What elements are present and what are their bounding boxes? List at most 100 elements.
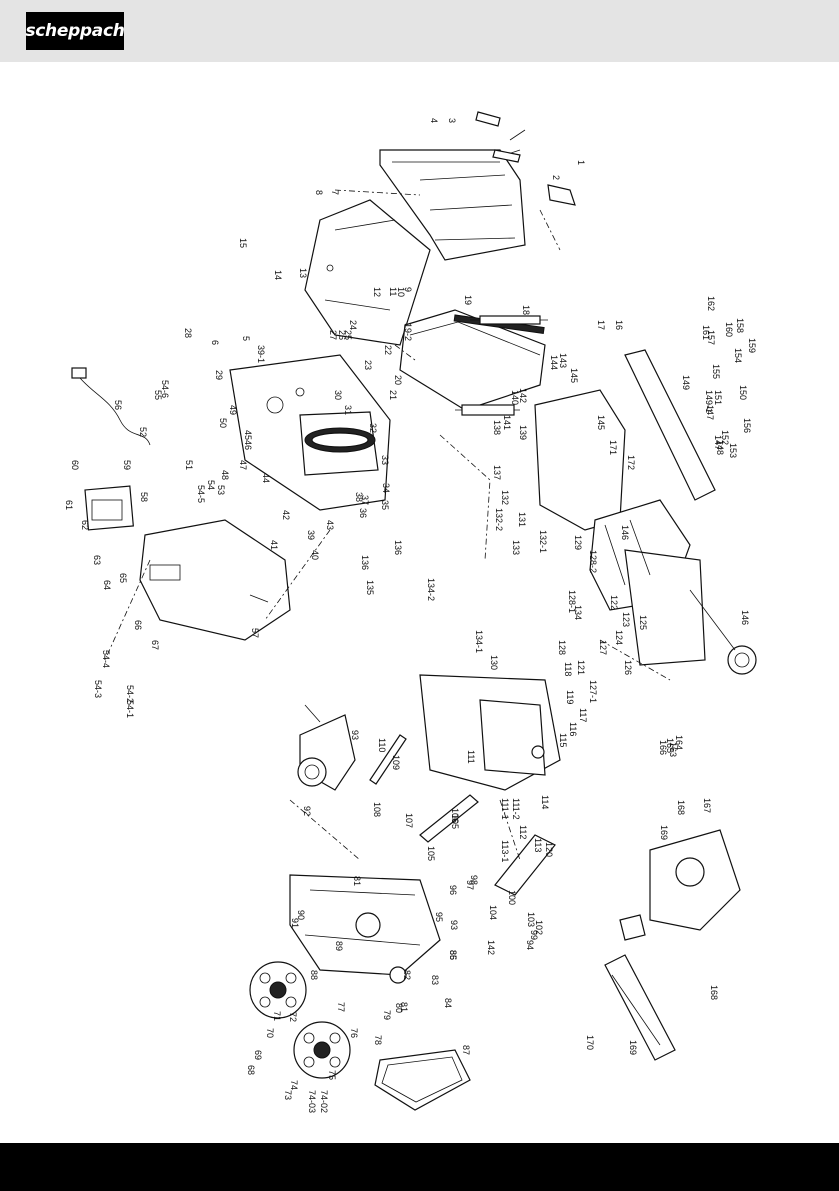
part-label: 130 bbox=[489, 655, 499, 670]
part-label: 22 bbox=[383, 345, 393, 355]
part-label: 170 bbox=[585, 1035, 595, 1050]
part-label: 127 bbox=[598, 640, 608, 655]
part-label: 68 bbox=[246, 1065, 256, 1075]
part-label: 31 bbox=[343, 405, 353, 415]
part-label: 109 bbox=[391, 755, 401, 770]
dust-collector bbox=[619, 829, 741, 941]
exploded-parts-diagram: 1234567891011121314151617181919-22021222… bbox=[64, 111, 757, 1113]
part-label: 24 bbox=[348, 320, 358, 330]
part-label: 88 bbox=[309, 970, 319, 980]
assembly-lines bbox=[104, 189, 671, 861]
part-label: 54-2 bbox=[125, 685, 135, 703]
side-cover bbox=[139, 519, 291, 641]
part-label: 53 bbox=[216, 485, 226, 495]
part-label: 35 bbox=[380, 500, 390, 510]
part-label: 134-1 bbox=[474, 630, 484, 653]
part-label: 142 bbox=[518, 388, 528, 403]
part-label: 75 bbox=[327, 1070, 337, 1080]
part-label: 52 bbox=[138, 427, 148, 437]
part-label: 62 bbox=[80, 520, 90, 530]
part-label: 111-2 bbox=[511, 798, 521, 820]
part-label: 140 bbox=[510, 390, 520, 405]
part-label: 37 bbox=[360, 495, 370, 505]
part-label: 148 bbox=[715, 440, 725, 455]
part-label: 125 bbox=[638, 615, 648, 630]
part-label: 39-1 bbox=[256, 345, 266, 363]
part-label: 46 bbox=[243, 440, 253, 450]
part-label: 160 bbox=[724, 322, 734, 337]
part-label: 149 bbox=[681, 375, 691, 390]
part-label: 111-1 bbox=[500, 798, 510, 820]
part-label: 72 bbox=[288, 1012, 298, 1022]
part-label: 106 bbox=[450, 808, 460, 823]
part-label: 84 bbox=[443, 998, 453, 1008]
part-label: 155 bbox=[711, 364, 721, 379]
part-label: 29 bbox=[214, 370, 224, 380]
part-label: 33 bbox=[380, 455, 390, 465]
feed-rollers bbox=[369, 734, 556, 896]
part-label: 39 bbox=[306, 530, 316, 540]
part-label: 13 bbox=[298, 268, 308, 278]
part-label: 128-2 bbox=[588, 550, 598, 573]
part-label: 86 bbox=[448, 950, 458, 960]
main-frame bbox=[229, 354, 391, 511]
part-label: 4 bbox=[429, 118, 439, 123]
part-label: 102 bbox=[534, 920, 544, 935]
part-label: 104 bbox=[488, 905, 498, 920]
part-label: 45 bbox=[243, 430, 253, 440]
part-label: 131 bbox=[517, 512, 527, 527]
part-label: 61 bbox=[64, 500, 74, 510]
part-label: 166 bbox=[658, 740, 668, 755]
part-label: 134-2 bbox=[426, 578, 436, 601]
part-label: 112 bbox=[518, 825, 528, 839]
part-label: 139 bbox=[518, 425, 528, 440]
part-label: 137 bbox=[492, 465, 502, 480]
part-label: 70 bbox=[265, 1028, 275, 1038]
gear-wheels bbox=[249, 961, 351, 1079]
right-tables bbox=[534, 349, 716, 666]
part-label: 167 bbox=[702, 798, 712, 813]
part-label: 20 bbox=[393, 375, 403, 385]
part-label: 38 bbox=[354, 492, 364, 502]
part-label: 11 bbox=[388, 287, 398, 296]
crank-handle bbox=[689, 589, 757, 675]
part-label: 21 bbox=[388, 390, 398, 400]
part-label: 14 bbox=[273, 270, 283, 280]
part-label: 157 bbox=[706, 330, 716, 345]
part-label: 171 bbox=[608, 440, 618, 455]
part-label: 77 bbox=[336, 1002, 346, 1012]
part-label: 81 bbox=[399, 1002, 409, 1012]
part-label: 105 bbox=[450, 814, 460, 829]
part-label: 67 bbox=[150, 640, 160, 650]
part-label: 7 bbox=[330, 190, 340, 195]
part-label: 3 bbox=[447, 118, 457, 123]
part-label: 64 bbox=[102, 580, 112, 590]
part-label: 27 bbox=[328, 330, 338, 340]
part-label: 19 bbox=[463, 295, 473, 305]
part-label: 82 bbox=[402, 970, 412, 980]
part-label: 124 bbox=[614, 630, 624, 645]
part-label: 98 bbox=[469, 875, 479, 885]
part-label: 54-1 bbox=[125, 700, 135, 718]
part-label: 122 bbox=[609, 595, 619, 610]
part-label: 65 bbox=[118, 573, 128, 583]
part-label: 73 bbox=[283, 1090, 293, 1100]
part-label: 44 bbox=[261, 473, 271, 483]
gear-frame bbox=[289, 874, 441, 984]
part-label: 50 bbox=[218, 418, 228, 428]
part-number-labels: 1234567891011121314151617181919-22021222… bbox=[64, 118, 757, 1113]
part-label: 99 bbox=[529, 930, 539, 940]
part-label: 19-2 bbox=[403, 323, 413, 341]
part-label: 128-1 bbox=[567, 590, 577, 613]
part-label: 49 bbox=[228, 405, 238, 415]
scheppach-logo: scheppach bbox=[25, 12, 125, 50]
part-label: 136 bbox=[360, 555, 370, 570]
part-label: 108 bbox=[372, 802, 382, 817]
part-label: 126 bbox=[623, 660, 633, 675]
part-label: 158 bbox=[735, 318, 745, 333]
part-label: 34 bbox=[381, 483, 391, 493]
part-label: 74-02 bbox=[319, 1090, 329, 1113]
part-label: 42 bbox=[281, 510, 291, 520]
part-label: 121 bbox=[576, 660, 586, 675]
part-label: 59 bbox=[122, 460, 132, 470]
